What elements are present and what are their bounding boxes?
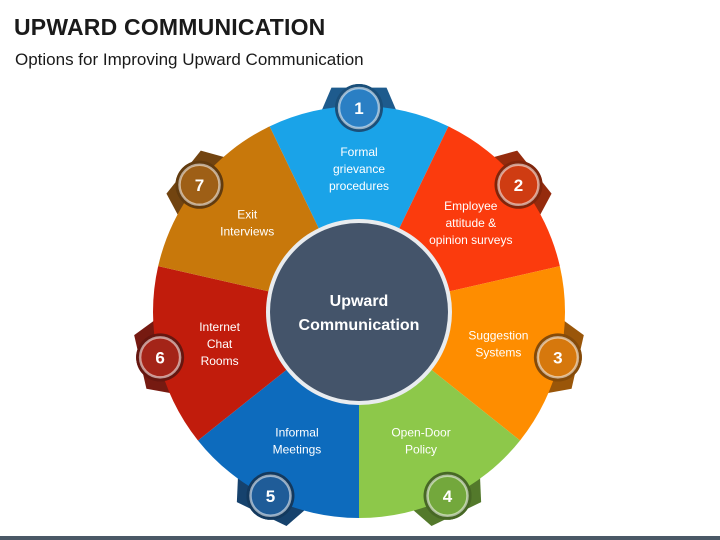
- segment-label-line: Interviews: [220, 224, 274, 238]
- segment-label-2: Employee attitude & opinion surveys: [429, 199, 512, 247]
- badge-number: 3: [553, 348, 562, 367]
- page-subtitle: Options for Improving Upward Communicati…: [15, 50, 364, 69]
- segment-label-line: Rooms: [201, 354, 239, 368]
- segment-label-line: Open-Door: [391, 425, 450, 439]
- segment-label-line: procedures: [329, 179, 389, 193]
- badge-circle: [337, 86, 381, 130]
- segment-label-line: Employee: [444, 199, 498, 213]
- badge-circle: [249, 474, 292, 518]
- center-circle: [270, 223, 448, 401]
- segment-label-line: Systems: [475, 345, 521, 359]
- segment-label-1: Formal grievance procedures: [329, 145, 389, 193]
- segment-label-line: opinion surveys: [429, 233, 512, 247]
- badge-number: 6: [155, 348, 164, 367]
- badge-overlay-1: 1: [335, 84, 383, 132]
- page-title: UPWARD COMMUNICATION: [14, 14, 326, 40]
- badge-circle: [536, 336, 580, 379]
- badge-number: 5: [266, 487, 275, 506]
- badge-overlay-6: 6: [136, 333, 185, 382]
- badge-number: 7: [195, 176, 204, 195]
- badge-circle: [178, 163, 221, 207]
- segment-label-line: Suggestion: [468, 328, 528, 342]
- segment-label-line: attitude &: [445, 216, 496, 230]
- badge-overlay-2: 2: [494, 160, 543, 209]
- segment-label-line: Chat: [207, 337, 233, 351]
- center-label-line: Communication: [299, 317, 420, 334]
- segment-1: [269, 106, 449, 313]
- segment-label-line: Internet: [199, 320, 240, 334]
- segment-label-line: Meetings: [273, 442, 322, 456]
- segment-label-line: Formal: [340, 145, 377, 159]
- segment-label-line: Informal: [275, 425, 318, 439]
- badge-number: 1: [354, 99, 363, 118]
- badge-overlay-4: 4: [423, 471, 472, 520]
- segment-label-line: Exit: [237, 207, 258, 221]
- badge-overlay-5: 5: [246, 471, 295, 520]
- center-label-line: Upward: [330, 293, 389, 310]
- badge-circle: [497, 163, 540, 207]
- badge-circle: [138, 336, 182, 379]
- segment-label-line: grievance: [333, 162, 385, 176]
- badge-number: 2: [514, 176, 523, 195]
- segment-label-line: Policy: [405, 442, 437, 456]
- badge-overlay-3: 3: [533, 333, 582, 382]
- badge-overlay-7: 7: [175, 160, 224, 209]
- badge-number: 4: [443, 487, 453, 506]
- bottom-bar: [0, 536, 720, 540]
- badge-circle: [426, 474, 469, 518]
